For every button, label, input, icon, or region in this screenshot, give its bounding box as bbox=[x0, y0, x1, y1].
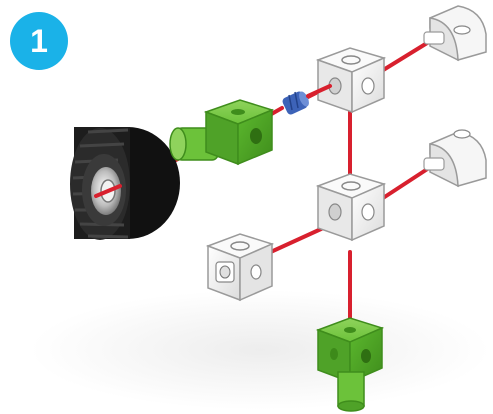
white-block-upper-icon bbox=[306, 47, 387, 114]
green-axle-block-icon bbox=[169, 99, 275, 166]
white-block-middle-icon bbox=[315, 173, 387, 242]
blue-axle-spacer-icon bbox=[282, 91, 309, 115]
curved-piece-middle-icon bbox=[423, 129, 487, 188]
connector-line bbox=[378, 164, 434, 202]
floor-shadow bbox=[30, 290, 490, 410]
connector-line bbox=[378, 38, 434, 74]
step-number: 1 bbox=[30, 22, 48, 59]
green-peg-block-icon bbox=[315, 317, 385, 412]
step-number-badge: 1 bbox=[10, 12, 68, 70]
wheel-icon bbox=[70, 127, 180, 240]
white-block-left-icon bbox=[205, 233, 275, 302]
curved-piece-top-icon bbox=[423, 5, 487, 62]
